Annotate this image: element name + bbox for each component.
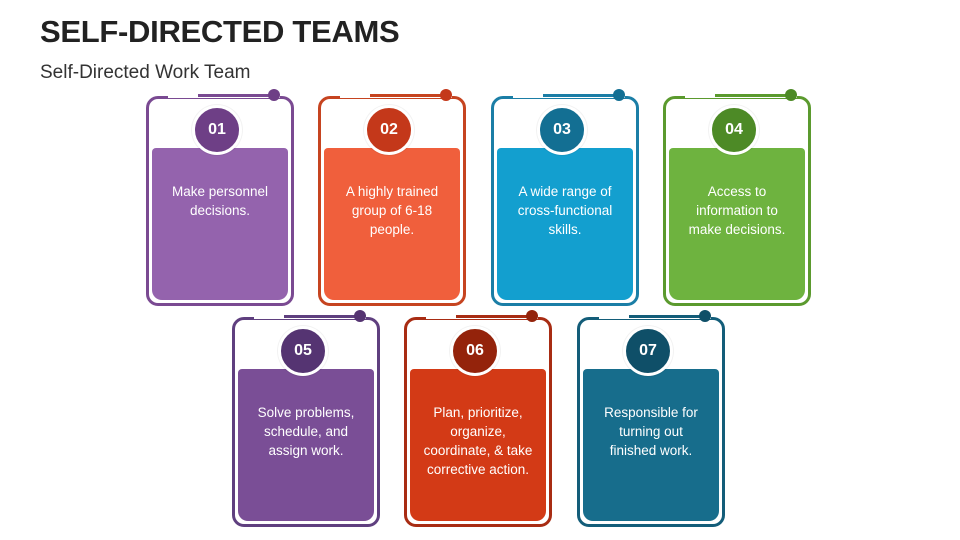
- connector-dot: [699, 310, 711, 322]
- connector-line: [629, 315, 703, 318]
- connector-line: [284, 315, 358, 318]
- card-05: Solve problems, schedule, and assign wor…: [232, 310, 388, 533]
- connector-dot: [526, 310, 538, 322]
- connector-line: [543, 94, 617, 97]
- card-02: A highly trained group of 6-18 people. 0…: [318, 89, 474, 312]
- card-body: A wide range of cross-functional skills.: [497, 148, 633, 300]
- page-subtitle: Self-Directed Work Team: [40, 62, 251, 83]
- card-body: Access to information to make decisions.: [669, 148, 805, 300]
- connector-line: [456, 315, 530, 318]
- card-body: A highly trained group of 6-18 people.: [324, 148, 460, 300]
- number-badge: 03: [537, 105, 587, 155]
- card-text: A highly trained group of 6-18 people.: [345, 184, 439, 237]
- card-body: Plan, prioritize, organize, coordinate, …: [410, 369, 546, 521]
- card-body: Solve problems, schedule, and assign wor…: [238, 369, 374, 521]
- card-01: Make personnel decisions. 01: [146, 89, 302, 312]
- connector-dot: [440, 89, 452, 101]
- card-text: Solve problems, schedule, and assign wor…: [257, 405, 355, 458]
- number-badge: 05: [278, 326, 328, 376]
- card-text: A wide range of cross-functional skills.: [517, 184, 613, 237]
- number-badge: 04: [709, 105, 759, 155]
- card-06: Plan, prioritize, organize, coordinate, …: [404, 310, 560, 533]
- connector-line: [198, 94, 272, 97]
- connector-line: [715, 94, 789, 97]
- number-badge: 06: [450, 326, 500, 376]
- card-text: Responsible for turning out finished wor…: [604, 405, 698, 458]
- number-badge: 02: [364, 105, 414, 155]
- card-body: Responsible for turning out finished wor…: [583, 369, 719, 521]
- number-badge: 01: [192, 105, 242, 155]
- card-07: Responsible for turning out finished wor…: [577, 310, 733, 533]
- number-badge: 07: [623, 326, 673, 376]
- connector-dot: [268, 89, 280, 101]
- card-text: Access to information to make decisions.: [688, 184, 786, 237]
- connector-dot: [785, 89, 797, 101]
- page-title: SELF-DIRECTED TEAMS: [40, 14, 400, 49]
- connector-dot: [613, 89, 625, 101]
- card-body: Make personnel decisions.: [152, 148, 288, 300]
- card-04: Access to information to make decisions.…: [663, 89, 819, 312]
- card-text: Plan, prioritize, organize, coordinate, …: [423, 405, 533, 477]
- card-03: A wide range of cross-functional skills.…: [491, 89, 647, 312]
- connector-line: [370, 94, 444, 97]
- card-text: Make personnel decisions.: [171, 184, 269, 218]
- connector-dot: [354, 310, 366, 322]
